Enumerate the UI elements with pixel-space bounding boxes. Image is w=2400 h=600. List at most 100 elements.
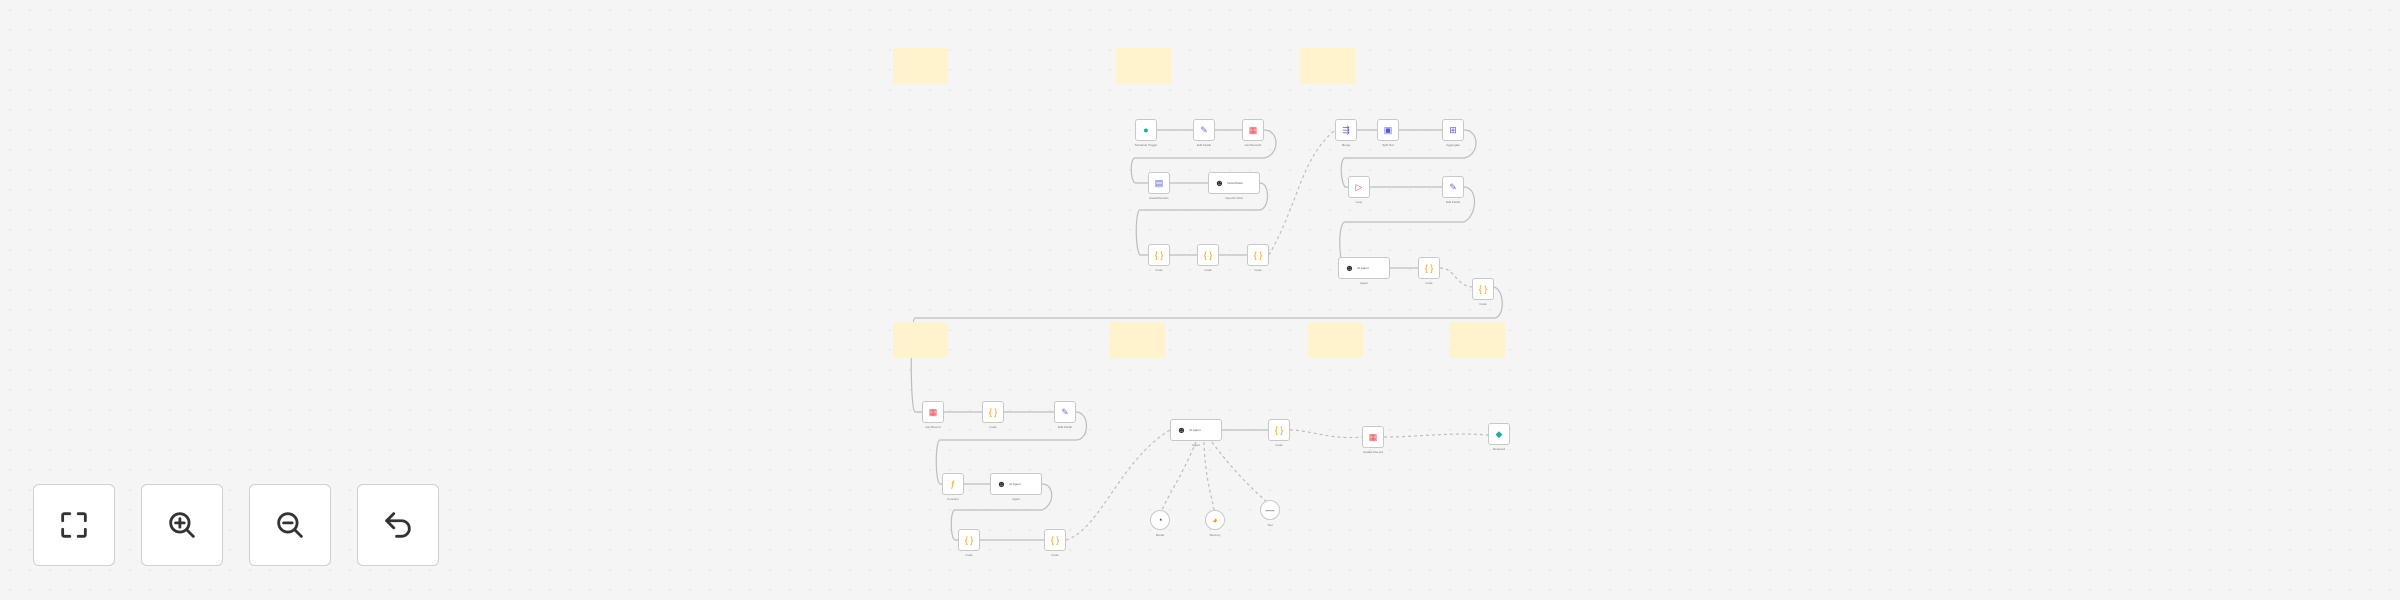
sticky-note[interactable] [893, 48, 948, 84]
workflow-node[interactable]: { } [958, 529, 980, 551]
fit-to-screen-icon [61, 512, 87, 538]
zoom-in-button[interactable] [141, 484, 223, 566]
clock-icon: ● [1143, 124, 1149, 135]
node-label: OpenAI Chat [1225, 196, 1243, 200]
workflow-node[interactable]: { } [982, 401, 1004, 423]
code-icon: { } [1050, 534, 1060, 545]
workflow-node[interactable]: ✎ [1442, 176, 1464, 198]
workflow-node[interactable]: ◆ [1488, 423, 1510, 445]
sticky-note[interactable] [1300, 48, 1355, 84]
brain-icon: ◔ [1157, 514, 1163, 525]
workflow-node[interactable]: ƒ [942, 473, 964, 495]
node-label: Read Records [1149, 196, 1169, 200]
merge-icon: ⇶ [1342, 124, 1350, 135]
node-title: AI Agent [1189, 428, 1201, 432]
node-title: AI Agent [1009, 482, 1021, 486]
workflow-node[interactable]: ▦ [922, 401, 944, 423]
node-title: AI Agent [1357, 266, 1369, 270]
tool-icon: — [1265, 504, 1275, 515]
reset-zoom-button[interactable] [357, 484, 439, 566]
node-label: Code [1425, 281, 1433, 285]
workflow-node[interactable]: ⊞ [1442, 119, 1464, 141]
node-label: Code [1155, 268, 1163, 272]
webhook-icon: ◆ [1495, 428, 1503, 439]
node-label: Edit Fields [1196, 143, 1212, 147]
node-label: Update Record [1362, 450, 1384, 454]
node-label: Code [1275, 443, 1283, 447]
node-label: Model [1155, 533, 1165, 537]
code-icon: { } [1154, 249, 1164, 260]
node-label: Code [989, 425, 997, 429]
node-label: Edit Fields [1057, 425, 1073, 429]
workflow-node[interactable]: ☻ AI Agent [1338, 257, 1390, 279]
node-label: Schedule Trigger [1134, 143, 1158, 147]
code-icon: { } [988, 406, 998, 417]
split-icon: ▣ [1383, 124, 1393, 135]
robot-icon: ☻ [1214, 177, 1225, 188]
loop-icon: ▷ [1355, 181, 1363, 192]
workflow-node[interactable]: ● [1135, 119, 1157, 141]
workflow-node[interactable]: { } [1472, 278, 1494, 300]
memory-icon: ◕ [1212, 514, 1218, 525]
sub-node[interactable]: ◔ [1150, 510, 1170, 530]
node-title: Chat Model [1227, 181, 1243, 185]
node-label: Agent [1360, 281, 1368, 285]
sticky-note[interactable] [1450, 322, 1505, 358]
database-icon: ▦ [1248, 124, 1258, 135]
workflow-node[interactable]: ▣ [1377, 119, 1399, 141]
zoom-in-icon [169, 512, 195, 538]
fit-view-button[interactable] [33, 484, 115, 566]
document-icon: ▤ [1154, 177, 1164, 188]
sticky-note[interactable] [1308, 322, 1363, 358]
robot-icon: ☻ [996, 478, 1007, 489]
code-icon: { } [1274, 424, 1284, 435]
node-label: Function [947, 497, 959, 501]
workflow-node[interactable]: ☻ Chat Model [1208, 172, 1260, 194]
node-label: Code [1254, 268, 1262, 272]
workflow-node[interactable]: ▷ [1348, 176, 1370, 198]
workflow-node[interactable]: ✎ [1054, 401, 1076, 423]
workflow-node[interactable]: { } [1268, 419, 1290, 441]
node-label: Code [965, 553, 973, 557]
workflow-node[interactable]: { } [1247, 244, 1269, 266]
pencil-icon: ✎ [1200, 124, 1208, 135]
sticky-note[interactable] [893, 322, 948, 358]
sticky-note[interactable] [1110, 322, 1165, 358]
node-label: Code [1051, 553, 1059, 557]
workflow-node[interactable]: { } [1418, 257, 1440, 279]
node-label: Merge [1341, 143, 1351, 147]
function-icon: ƒ [950, 478, 956, 489]
node-label: Split Out [1382, 143, 1394, 147]
node-label: Code [1479, 302, 1487, 306]
node-label: Tool [1267, 523, 1273, 527]
workflow-node[interactable]: { } [1197, 244, 1219, 266]
node-label: Agent [1192, 443, 1200, 447]
sticky-note[interactable] [1116, 48, 1171, 84]
node-label: Memory [1209, 533, 1221, 537]
zoom-out-icon [277, 512, 303, 538]
workflow-node[interactable]: ▤ [1148, 172, 1170, 194]
robot-icon: ☻ [1344, 262, 1355, 273]
node-label: Loop [1355, 200, 1363, 204]
node-label: Edit Fields [1445, 200, 1461, 204]
workflow-node[interactable]: { } [1148, 244, 1170, 266]
zoom-out-button[interactable] [249, 484, 331, 566]
node-label: Get Records [1244, 143, 1262, 147]
workflow-node[interactable]: ▦ [1362, 426, 1384, 448]
node-label: Get Record [925, 425, 941, 429]
workflow-node[interactable]: ☻ AI Agent [990, 473, 1042, 495]
sub-node[interactable]: ◕ [1205, 510, 1225, 530]
code-icon: { } [1253, 249, 1263, 260]
node-label: Code [1204, 268, 1212, 272]
workflow-node[interactable]: ☻ AI Agent [1170, 419, 1222, 441]
workflow-node[interactable]: ✎ [1193, 119, 1215, 141]
sub-node[interactable]: — [1260, 500, 1280, 520]
undo-icon [385, 512, 411, 538]
workflow-node[interactable]: ▦ [1242, 119, 1264, 141]
node-label: Respond [1492, 447, 1506, 451]
workflow-node[interactable]: ⇶ [1335, 119, 1357, 141]
code-icon: { } [964, 534, 974, 545]
database-icon: ▦ [1368, 431, 1378, 442]
workflow-node[interactable]: { } [1044, 529, 1066, 551]
